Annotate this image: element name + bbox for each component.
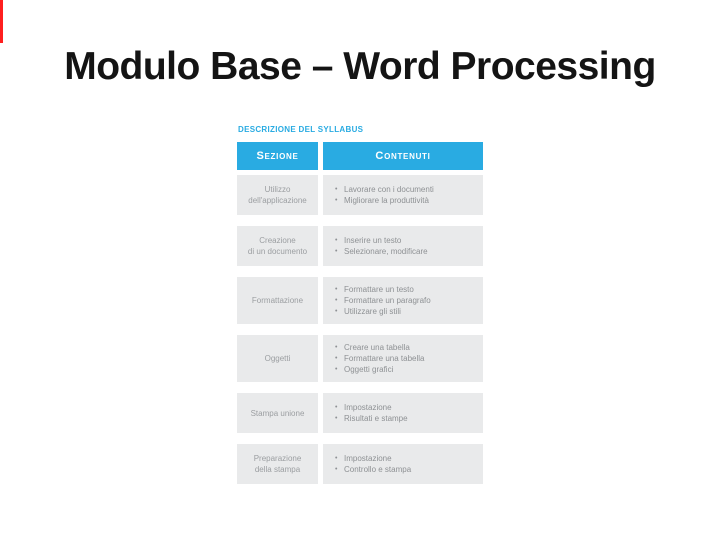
content-cell: Inserire un testoSelezionare, modificare — [323, 226, 483, 266]
content-item: Lavorare con i documenti — [334, 184, 479, 195]
content-item: Formattare un testo — [334, 284, 479, 295]
section-cell: Formattazione — [237, 277, 318, 324]
content-list: ImpostazioneControllo e stampa — [334, 453, 479, 475]
content-item: Impostazione — [334, 402, 479, 413]
content-cell: ImpostazioneControllo e stampa — [323, 444, 483, 484]
content-cell: Lavorare con i documentiMigliorare la pr… — [323, 175, 483, 215]
content-cell: ImpostazioneRisultati e stampe — [323, 393, 483, 433]
section-label-line: Oggetti — [264, 354, 291, 363]
syllabus-table: DESCRIZIONE DEL SYLLABUS Sezione Contenu… — [237, 125, 483, 495]
content-item: Oggetti grafici — [334, 364, 479, 375]
section-label-line: Formattazione — [251, 296, 304, 305]
section-label-line: di un documento — [247, 247, 308, 256]
section-label-line: dell'applicazione — [248, 196, 307, 205]
content-item: Controllo e stampa — [334, 464, 479, 475]
content-item: Creare una tabella — [334, 342, 479, 353]
slide-title: Modulo Base – Word Processing — [64, 45, 656, 88]
content-item: Impostazione — [334, 453, 479, 464]
content-item: Selezionare, modificare — [334, 246, 479, 257]
syllabus-caption: DESCRIZIONE DEL SYLLABUS — [238, 125, 364, 134]
table-row: Utilizzo dell'applicazione Lavorare con i… — [237, 175, 483, 215]
table-row: Oggetti Creare una tabellaFormattare una… — [237, 335, 483, 382]
content-item: Migliorare la produttività — [334, 195, 479, 206]
column-header-contenuti: Contenuti — [323, 142, 483, 170]
section-label-line: Utilizzo — [264, 185, 291, 194]
table-row: Creazione di un documento Inserire un tes… — [237, 226, 483, 266]
content-item: Utilizzare gli stili — [334, 306, 479, 317]
content-list: Lavorare con i documentiMigliorare la pr… — [334, 184, 479, 206]
section-label-line: Creazione — [259, 236, 296, 245]
content-cell: Formattare un testoFormattare un paragra… — [323, 277, 483, 324]
content-item: Inserire un testo — [334, 235, 479, 246]
section-cell: Preparazione della stampa — [237, 444, 318, 484]
red-accent-mark — [0, 0, 3, 43]
section-cell: Creazione di un documento — [237, 226, 318, 266]
content-item: Formattare una tabella — [334, 353, 479, 364]
content-item: Formattare un paragrafo — [334, 295, 479, 306]
column-header-sezione: Sezione — [237, 142, 318, 170]
section-label-line: della stampa — [254, 465, 301, 474]
content-list: ImpostazioneRisultati e stampe — [334, 402, 479, 424]
content-list: Formattare un testoFormattare un paragra… — [334, 284, 479, 317]
content-list: Inserire un testoSelezionare, modificare — [334, 235, 479, 257]
content-cell: Creare una tabellaFormattare una tabella… — [323, 335, 483, 382]
section-label-line: Preparazione — [253, 454, 302, 463]
table-row: Preparazione della stampa ImpostazioneCon… — [237, 444, 483, 484]
table-row: Formattazione Formattare un testoFormatt… — [237, 277, 483, 324]
content-list: Creare una tabellaFormattare una tabella… — [334, 342, 479, 375]
table-row: Stampa unione ImpostazioneRisultati e st… — [237, 393, 483, 433]
syllabus-table-header: Sezione Contenuti — [237, 142, 483, 170]
section-cell: Oggetti — [237, 335, 318, 382]
content-item: Risultati e stampe — [334, 413, 479, 424]
section-label-line: Stampa unione — [250, 408, 305, 418]
syllabus-table-body: Utilizzo dell'applicazione Lavorare con i… — [237, 175, 483, 484]
section-cell: Stampa unione — [237, 393, 318, 433]
section-cell: Utilizzo dell'applicazione — [237, 175, 318, 215]
